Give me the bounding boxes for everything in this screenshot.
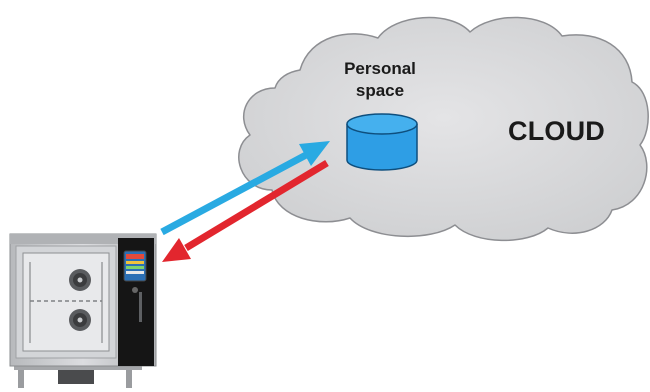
download-arrow xyxy=(162,160,329,262)
personal-space-label: Personal space xyxy=(325,58,435,102)
personal-space-label-line1: Personal xyxy=(344,59,416,78)
upload-arrow xyxy=(160,141,330,236)
cloud-label: CLOUD xyxy=(508,116,605,146)
combi-oven-icon xyxy=(9,233,157,388)
personal-space-label-line2: space xyxy=(355,81,405,100)
fan-top-icon xyxy=(69,269,91,291)
database-cylinder-icon xyxy=(346,113,418,171)
fan-bottom-icon xyxy=(69,309,91,331)
cloud-shape xyxy=(238,16,649,242)
